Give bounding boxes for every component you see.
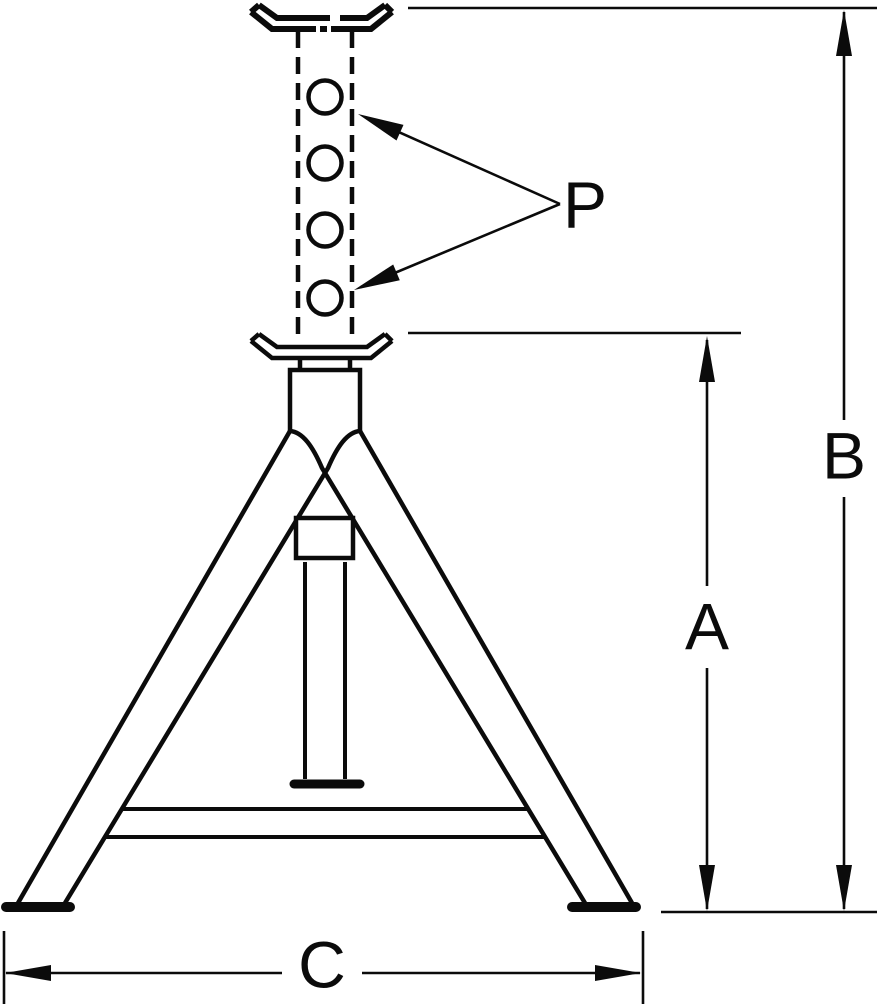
arrow-c-left (5, 965, 51, 981)
extension-lines (2, 6, 877, 1004)
cross-brace (105, 807, 545, 839)
arrow-a-up (699, 336, 715, 382)
arrowheads (5, 10, 852, 981)
leg-left-outer (16, 429, 292, 905)
pin-hole-1 (306, 78, 344, 116)
label-a: A (684, 589, 730, 664)
leg-right-outer (358, 429, 634, 905)
leader-lines-p (360, 115, 561, 289)
post-guide-block (293, 515, 356, 561)
pin-hole-3 (306, 211, 344, 249)
extended-post-dashed (295, 31, 355, 342)
arrow-p-lower-hole (354, 264, 400, 290)
inner-post (303, 562, 347, 779)
arrow-a-down (699, 865, 715, 911)
saddle-lowered-position (249, 332, 394, 361)
arrow-b-down (836, 865, 852, 911)
pin-hole-4 (306, 279, 344, 317)
leg-left-inner (63, 428, 361, 905)
leg-right-inner (289, 428, 587, 905)
label-p: P (562, 167, 608, 242)
legs (16, 428, 634, 905)
stand-body (287, 358, 363, 431)
label-b: B (821, 418, 867, 493)
saddle-raised-position (249, 2, 395, 32)
arrow-b-up (836, 10, 852, 56)
arrow-p-upper-hole (358, 114, 404, 141)
label-c: C (298, 927, 346, 1002)
arrow-c-right (595, 965, 641, 981)
pin-hole-2 (306, 144, 344, 182)
pin-holes (306, 78, 344, 317)
